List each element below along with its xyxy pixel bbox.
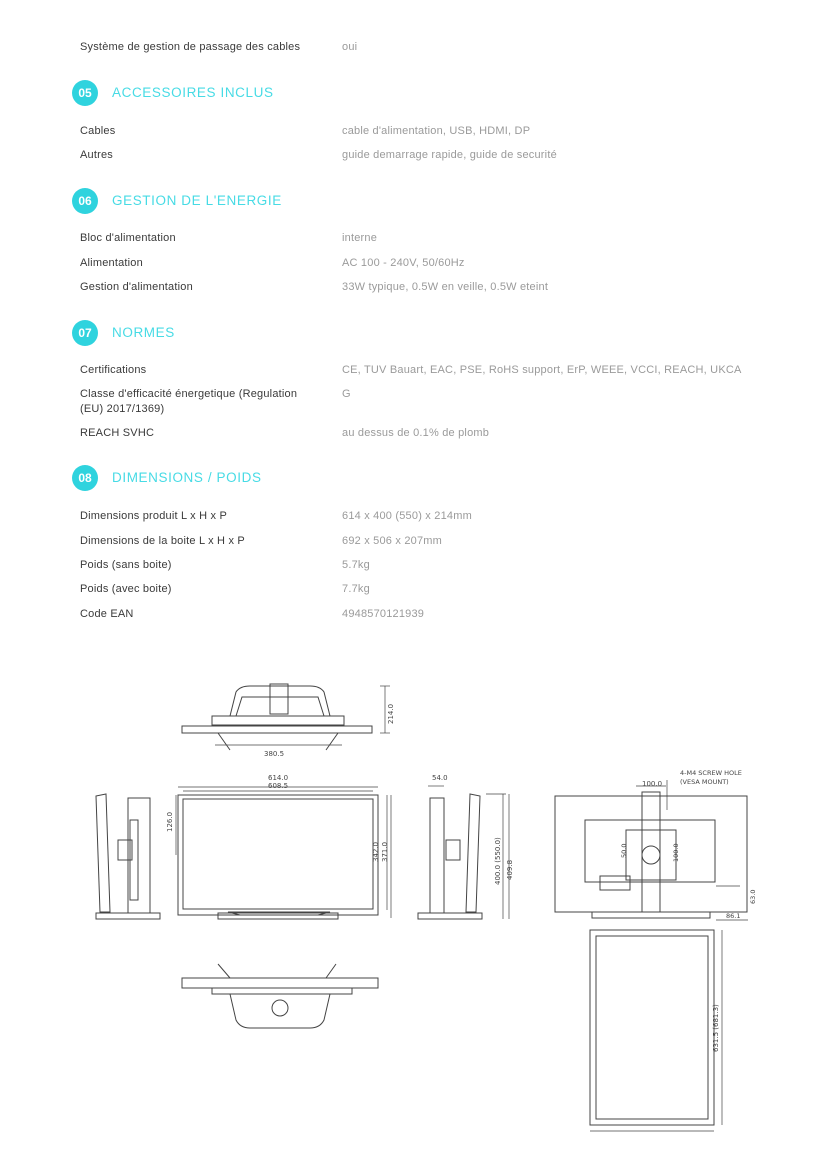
dim-front-w1: 614.0	[268, 774, 288, 782]
dim-side-h1: 400.0 (550.0)	[494, 837, 502, 885]
spec-label: Bloc d'alimentation	[80, 232, 176, 244]
section-title: ACCESSOIRES INCLUS	[112, 85, 274, 100]
spec-value: guide demarrage rapide, guide de securit…	[342, 149, 557, 161]
spec-label: Gestion d'alimentation	[80, 281, 193, 293]
dim-front-w2: 608.5	[268, 782, 288, 790]
spec-value: 614 x 400 (550) x 214mm	[342, 510, 472, 522]
portrait-view: 631.5 (681.3)	[589, 929, 723, 1132]
bottom-view	[181, 963, 379, 1029]
spec-value: au dessus de 0.1% de plomb	[342, 427, 490, 439]
spec-label: Autres	[80, 149, 113, 161]
left-side-view	[95, 793, 161, 920]
dim-side-depth: 54.0	[432, 774, 448, 782]
dim-portrait-h: 631.5 (681.3)	[712, 1004, 720, 1052]
spec-value: cable d'alimentation, USB, HDMI, DP	[342, 125, 531, 137]
spec-value: 692 x 506 x 207mm	[342, 535, 443, 547]
spec-value: 33W typique, 0.5W en veille, 0.5W eteint	[342, 281, 549, 293]
dim-side-h2: 409.8	[506, 860, 514, 880]
section-number: 05	[72, 80, 98, 106]
spec-value: 5.7kg	[342, 559, 370, 571]
spec-label: Classe d'efficacité énergetique (Regulat…	[80, 388, 298, 415]
dim-top-base: 380.5	[264, 750, 284, 758]
spec-value: oui	[342, 41, 358, 53]
spec-label: REACH SVHC	[80, 427, 155, 439]
spec-value: CE, TUV Bauart, EAC, PSE, RoHS support, …	[342, 364, 742, 376]
spec-value: AC 100 - 240V, 50/60Hz	[342, 257, 465, 269]
dim-front-h2: 371.0	[381, 842, 389, 862]
section-number: 08	[72, 465, 98, 491]
spec-label: Cables	[80, 125, 116, 137]
spec-value: interne	[342, 232, 378, 244]
dim-back-vesa-w: 100.0	[642, 780, 662, 788]
spec-label: Système de gestion de passage des cables	[80, 41, 301, 53]
dim-back-h: 63.0	[749, 890, 757, 904]
back-view: 100.0 4-M4 SCREW HOLE (VESA MOUNT) 50.0 …	[554, 769, 757, 921]
dim-back-w: 86.1	[726, 912, 740, 920]
dim-back-50: 50.0	[620, 844, 628, 858]
section-number: 07	[72, 320, 98, 346]
section-title: NORMES	[112, 325, 175, 340]
spec-label: Certifications	[80, 364, 147, 376]
spec-label: Dimensions produit L x H x P	[80, 510, 228, 522]
dim-screw-note1: 4-M4 SCREW HOLE	[680, 769, 742, 777]
dim-front-h1: 342.0	[372, 842, 380, 862]
dim-screw-note2: (VESA MOUNT)	[680, 778, 729, 786]
section-title: DIMENSIONS / POIDS	[112, 470, 262, 485]
section-number: 06	[72, 188, 98, 214]
spec-value: G	[342, 388, 351, 400]
dim-top-depth: 214.0	[387, 704, 395, 724]
spec-label: Poids (sans boite)	[80, 559, 172, 571]
spec-label: Poids (avec boite)	[80, 583, 172, 595]
spec-label: Code EAN	[80, 608, 134, 620]
dim-front-left: 126.0	[166, 812, 174, 832]
spec-label: Dimensions de la boite L x H x P	[80, 535, 245, 547]
top-view: 380.5 214.0	[181, 683, 395, 758]
section-title: GESTION DE L'ENERGIE	[112, 193, 282, 208]
spec-value: 4948570121939	[342, 608, 425, 620]
front-view: 614.0 608.5 126.0 342.0 371.0	[166, 774, 392, 920]
right-side-view: 54.0 400.0 (550.0) 409.8	[417, 774, 514, 920]
dim-back-vesa-h: 100.0	[672, 843, 680, 862]
spec-value: 7.7kg	[342, 583, 370, 595]
spec-label: Alimentation	[80, 257, 143, 269]
